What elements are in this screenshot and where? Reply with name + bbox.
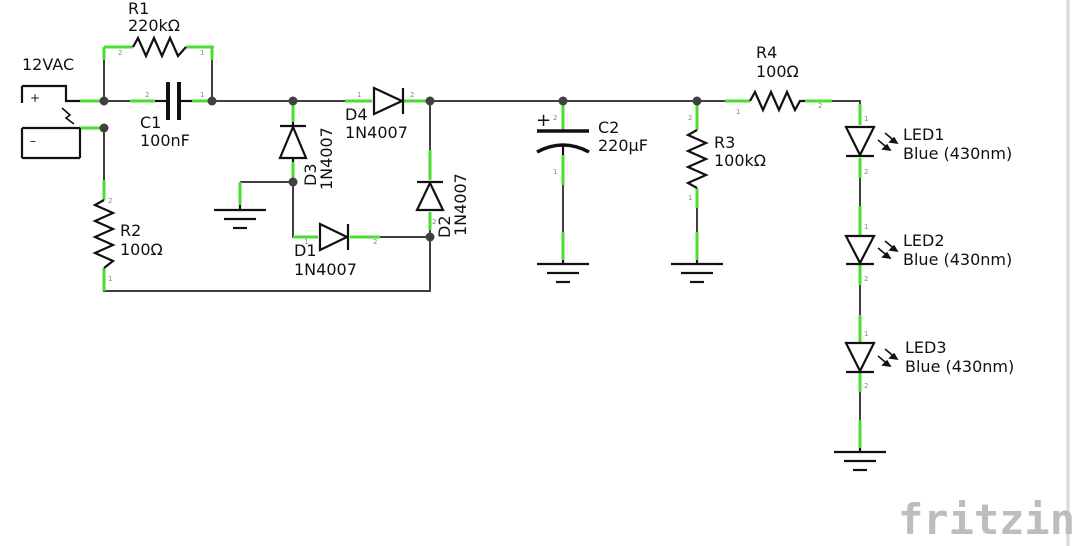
- led1-color-label: Blue (430nm): [903, 144, 1012, 163]
- pin-number: 1: [864, 330, 868, 338]
- led3-color-label: Blue (430nm): [905, 357, 1014, 376]
- capacitor-c1[interactable]: C1 100nF: [140, 82, 192, 150]
- resistor-r3[interactable]: R3 100kΩ: [685, 129, 766, 189]
- c2-name-label: C2: [598, 118, 619, 137]
- pin-number: 1: [864, 115, 868, 123]
- fritzing-logo: fritzing: [898, 495, 1074, 544]
- capacitor-c2[interactable]: + C2 220µF: [536, 110, 648, 155]
- d4-part-label: 1N4007: [345, 123, 408, 142]
- source-plus-label: +: [30, 91, 40, 105]
- pin-number: 1: [864, 223, 868, 231]
- pin-number: 2: [864, 382, 868, 390]
- pin-number: 1: [108, 275, 112, 283]
- pin-number: 2: [410, 91, 414, 99]
- ground-r3-icon: [671, 260, 723, 284]
- d2-part-label: 1N4007: [451, 173, 470, 236]
- ground-led-icon: [834, 448, 886, 472]
- pin-number: 1: [200, 49, 204, 57]
- led-2[interactable]: LED2 Blue (430nm): [844, 231, 1012, 269]
- r3-name-label: R3: [714, 133, 735, 152]
- d3-name-label: D3: [301, 164, 320, 187]
- d1-part-label: 1N4007: [294, 260, 357, 279]
- pin-numbers: 2 1 2 1 1 2 1 2 2 2 1 2 1 2 1 1 2 1 2 1 …: [108, 49, 868, 390]
- pin-number: 2: [864, 275, 868, 283]
- d1-name-label: D1: [294, 241, 317, 260]
- junction-dots: [99, 96, 702, 242]
- source-name-label: 12VAC: [22, 55, 74, 74]
- pin-number: 1: [553, 168, 557, 176]
- ground-d3-icon: [214, 205, 266, 230]
- led3-name-label: LED3: [905, 338, 947, 357]
- pin-number: 2: [553, 114, 557, 122]
- diode-d3[interactable]: D3 1N4007: [278, 122, 336, 190]
- diode-d1[interactable]: D1 1N4007: [294, 222, 357, 279]
- ac-source-symbol: + – 12VAC: [20, 55, 82, 160]
- source-minus-label: –: [30, 134, 36, 148]
- wires: [80, 47, 861, 448]
- resistor-r4[interactable]: R4 100Ω: [749, 43, 805, 113]
- c1-name-label: C1: [140, 113, 161, 132]
- led1-name-label: LED1: [903, 125, 945, 144]
- resistor-r2[interactable]: R2 100Ω: [92, 199, 163, 269]
- pin-highlights: [80, 45, 862, 448]
- led-3[interactable]: LED3 Blue (430nm): [844, 338, 1014, 376]
- pin-number: 2: [373, 238, 377, 246]
- ground-c2-icon: [537, 260, 589, 284]
- pin-number: 2: [145, 91, 149, 99]
- r1-value-label: 220kΩ: [128, 16, 180, 35]
- d2-name-label: D2: [435, 216, 454, 239]
- pin-number: 2: [108, 197, 112, 205]
- led2-color-label: Blue (430nm): [903, 250, 1012, 269]
- r4-value-label: 100Ω: [756, 62, 799, 81]
- r4-name-label: R4: [756, 43, 777, 62]
- pin-number: 2: [864, 168, 868, 176]
- resistor-r1[interactable]: R1 220kΩ: [128, 0, 187, 59]
- pin-number: 2: [688, 114, 692, 122]
- r1-name-label: R1: [128, 0, 149, 18]
- pin-number: 1: [304, 238, 308, 246]
- c2-value-label: 220µF: [598, 136, 648, 155]
- r2-name-label: R2: [120, 221, 141, 240]
- c1-value-label: 100nF: [140, 131, 190, 150]
- led2-name-label: LED2: [903, 231, 945, 250]
- pin-number: 1: [357, 91, 361, 99]
- pin-number: 1: [688, 194, 692, 202]
- c2-plus-label: +: [536, 110, 551, 131]
- pin-number: 1: [736, 108, 740, 116]
- diode-d4[interactable]: D4 1N4007: [345, 86, 408, 142]
- r2-value-label: 100Ω: [120, 240, 163, 259]
- r3-value-label: 100kΩ: [714, 151, 766, 170]
- led-1[interactable]: LED1 Blue (430nm): [844, 125, 1012, 163]
- diode-d2[interactable]: D2 1N4007: [415, 173, 470, 239]
- pin-number: 2: [118, 49, 122, 57]
- d3-part-label: 1N4007: [317, 127, 336, 190]
- pin-number: 2: [432, 218, 436, 226]
- pin-number: 1: [200, 91, 204, 99]
- d4-name-label: D4: [345, 105, 368, 124]
- pin-number: 2: [818, 102, 822, 110]
